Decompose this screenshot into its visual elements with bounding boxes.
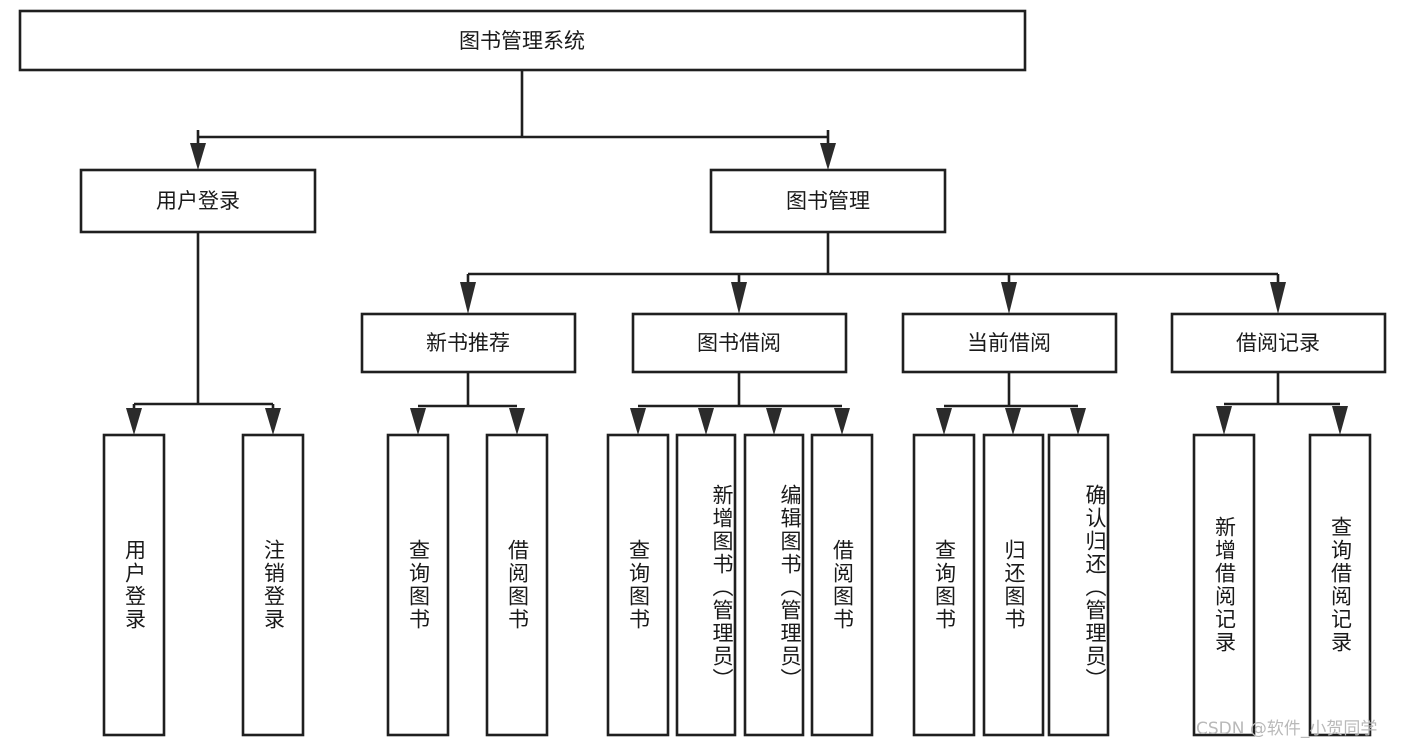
node-root[interactable]: 图书管理系统 — [18, 9, 1027, 72]
connector-group-root-to-level2 — [190, 70, 836, 170]
arrow-head-leaf-return-book — [1005, 408, 1021, 435]
node-current-borrow-box[interactable] — [901, 312, 1118, 374]
csdn-watermark: CSDN @软件_小贺同学 — [1196, 719, 1378, 739]
node-leaf-logout-box[interactable] — [241, 433, 305, 737]
node-borrow-record[interactable]: 借阅记录 — [1170, 312, 1387, 374]
arrow-head-leaf-add-book — [698, 408, 714, 435]
node-borrow-record-box[interactable] — [1170, 312, 1387, 374]
arrow-head-leaf-confirm-return — [1070, 408, 1086, 435]
node-new-book-recommend-label: 新书推荐 — [426, 331, 510, 355]
node-leaf-add-book-box[interactable] — [675, 433, 737, 737]
node-leaf-query-record-box[interactable] — [1308, 433, 1372, 737]
arrow-head-leaf-query-book-borrow — [630, 408, 646, 435]
connector-group-new-book-recommend-to-leaves — [410, 372, 525, 435]
node-new-book-recommend-box[interactable] — [360, 312, 577, 374]
arrow-head-current-borrow — [1001, 282, 1017, 314]
arrow-head-borrow-record — [1270, 282, 1286, 314]
node-user-login[interactable]: 用户登录 — [79, 168, 317, 234]
node-current-borrow[interactable]: 当前借阅 — [901, 312, 1118, 374]
arrow-head-leaf-query-record — [1332, 406, 1348, 435]
node-borrow-record-label: 借阅记录 — [1236, 331, 1320, 355]
node-book-management-label: 图书管理 — [786, 189, 870, 213]
node-leaf-add-record-box[interactable] — [1192, 433, 1256, 737]
node-book-borrow-label: 图书借阅 — [697, 331, 781, 355]
node-leaf-edit-book-box[interactable] — [743, 433, 805, 737]
arrow-head-leaf-add-record — [1216, 406, 1232, 435]
connector-group-user-login-to-leaves — [126, 232, 281, 435]
node-user-login-box[interactable] — [79, 168, 317, 234]
node-new-book-recommend[interactable]: 新书推荐 — [360, 312, 577, 374]
node-leaf-borrow-book-box[interactable] — [810, 433, 874, 737]
node-current-borrow-label: 当前借阅 — [967, 331, 1051, 355]
node-leaf-query-book-current-box[interactable] — [912, 433, 976, 737]
node-book-borrow-box[interactable] — [631, 312, 848, 374]
arrow-head-book-borrow — [731, 282, 747, 314]
connector-group-book-borrow-to-leaves — [630, 372, 850, 435]
node-leaf-query-book-rec-box[interactable] — [386, 433, 450, 737]
node-leaf-return-book-box[interactable] — [982, 433, 1045, 737]
arrow-head-leaf-query-book-rec — [410, 408, 426, 435]
arrow-head-book-management — [820, 143, 836, 170]
node-book-borrow[interactable]: 图书借阅 — [631, 312, 848, 374]
node-leaf-query-book-borrow-box[interactable] — [606, 433, 670, 737]
node-root-label: 图书管理系统 — [459, 29, 585, 53]
arrow-head-leaf-edit-book — [766, 408, 782, 435]
connector-group-book-management-to-level3 — [460, 232, 1286, 314]
arrow-head-leaf-logout — [265, 408, 281, 435]
arrow-head-user-login — [190, 143, 206, 170]
node-leaf-borrow-book-rec-box[interactable] — [485, 433, 549, 737]
connector-group-current-borrow-to-leaves — [936, 372, 1086, 435]
leaf-boxes-group — [102, 433, 1372, 737]
node-user-login-label: 用户登录 — [156, 189, 240, 213]
node-book-management-box[interactable] — [709, 168, 947, 234]
node-root-box[interactable] — [18, 9, 1027, 72]
arrow-head-leaf-borrow-book-rec — [509, 408, 525, 435]
node-leaf-confirm-return-box[interactable] — [1047, 433, 1110, 737]
connector-group-borrow-record-to-leaves — [1216, 372, 1348, 435]
arrow-head-new-book-recommend — [460, 282, 476, 314]
node-book-management[interactable]: 图书管理 — [709, 168, 947, 234]
arrow-head-leaf-borrow-book — [834, 408, 850, 435]
arrow-head-leaf-query-book-current — [936, 408, 952, 435]
node-leaf-user-login-box[interactable] — [102, 433, 166, 737]
arrow-head-leaf-user-login — [126, 408, 142, 435]
